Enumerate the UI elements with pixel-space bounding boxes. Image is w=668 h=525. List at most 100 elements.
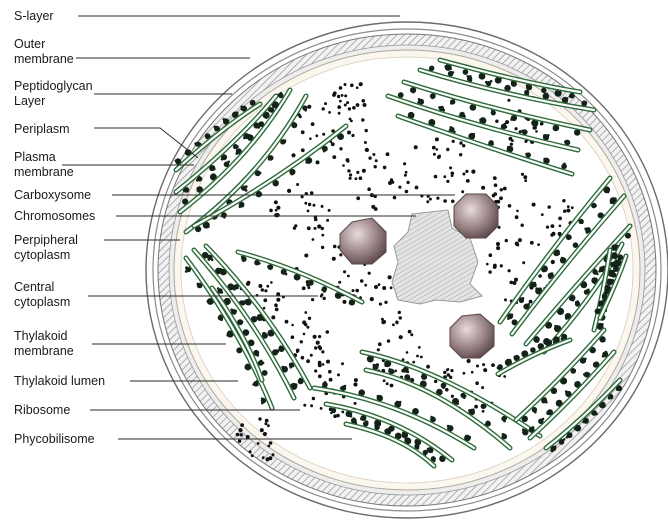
phycobilisome-subunit bbox=[175, 159, 178, 162]
phycobilisome-subunit bbox=[423, 382, 426, 385]
ribosome bbox=[341, 362, 344, 365]
ribosome bbox=[302, 286, 306, 290]
ribosome bbox=[319, 347, 323, 351]
phycobilisome-subunit bbox=[539, 287, 542, 290]
ribosome bbox=[541, 213, 544, 216]
ribosome bbox=[347, 131, 351, 135]
ribosome bbox=[342, 164, 345, 167]
phycobilisome-subunit bbox=[431, 450, 434, 453]
ribosome bbox=[532, 203, 536, 207]
phycobilisome-subunit bbox=[462, 114, 465, 117]
ribosome bbox=[343, 270, 346, 273]
phycobilisome-subunit bbox=[490, 142, 493, 145]
phycobilisome-subunit bbox=[542, 270, 545, 273]
ribosome bbox=[371, 205, 375, 209]
ribosome bbox=[374, 165, 377, 168]
ribosome bbox=[372, 153, 375, 156]
ribosome bbox=[313, 335, 317, 339]
ribosome bbox=[339, 147, 342, 150]
ribosome bbox=[434, 380, 437, 383]
ribosome bbox=[449, 166, 452, 169]
ribosome bbox=[451, 200, 455, 204]
phycobilisome-subunit bbox=[576, 304, 579, 307]
phycobilisome-subunit bbox=[464, 70, 467, 73]
phycobilisome-subunit bbox=[444, 65, 447, 68]
phycobilisome-subunit bbox=[449, 67, 452, 70]
phycobilisome-subunit bbox=[549, 277, 552, 280]
ribosome bbox=[328, 111, 331, 114]
phycobilisome-subunit bbox=[563, 163, 566, 166]
phycobilisome-subunit bbox=[541, 420, 544, 423]
phycobilisome-subunit bbox=[413, 89, 416, 92]
ribosome bbox=[338, 281, 341, 284]
ribosome bbox=[356, 171, 359, 174]
phycobilisome-subunit bbox=[427, 448, 430, 451]
ribosome bbox=[388, 275, 392, 279]
phycobilisome-subunit bbox=[250, 102, 253, 105]
ribosome bbox=[462, 173, 465, 176]
ribosome bbox=[328, 209, 331, 212]
phycobilisome-subunit bbox=[230, 308, 233, 311]
phycobilisome-subunit bbox=[321, 289, 324, 292]
ribosome bbox=[408, 330, 412, 334]
phycobilisome-subunit bbox=[506, 363, 509, 366]
phycobilisome-subunit bbox=[239, 206, 242, 209]
phycobilisome-subunit bbox=[525, 153, 528, 156]
ribosome bbox=[451, 395, 454, 398]
phycobilisome-subunit bbox=[269, 156, 272, 159]
ribosome bbox=[426, 200, 429, 203]
phycobilisome-subunit bbox=[449, 129, 452, 132]
carboxysome bbox=[454, 194, 498, 238]
ribosome bbox=[329, 378, 333, 382]
ribosome bbox=[558, 217, 562, 221]
phycobilisome-subunit bbox=[545, 96, 548, 99]
phycobilisome-subunit bbox=[571, 371, 574, 374]
ribosome bbox=[445, 388, 449, 392]
phycobilisome-subunit bbox=[234, 146, 237, 149]
phycobilisome-subunit bbox=[212, 166, 215, 169]
phycobilisome-subunit bbox=[280, 92, 283, 95]
phycobilisome-subunit bbox=[251, 317, 254, 320]
phycobilisome-subunit bbox=[400, 92, 403, 95]
phycobilisome-subunit bbox=[197, 187, 200, 190]
ribosome bbox=[332, 257, 336, 261]
phycobilisome-subunit bbox=[252, 383, 255, 386]
phycobilisome-subunit bbox=[507, 146, 510, 149]
ribosome bbox=[265, 419, 269, 423]
phycobilisome-subunit bbox=[510, 149, 513, 152]
phycobilisome-subunit bbox=[498, 368, 501, 371]
phycobilisome-subunit bbox=[598, 270, 601, 273]
ribosome bbox=[333, 245, 337, 249]
phycobilisome-subunit bbox=[258, 262, 261, 265]
phycobilisome-subunit bbox=[554, 325, 557, 328]
phycobilisome-subunit bbox=[196, 179, 199, 182]
ribosome bbox=[426, 365, 430, 369]
ribosome bbox=[270, 281, 273, 284]
phycobilisome-subunit bbox=[294, 125, 297, 128]
phycobilisome-subunit bbox=[338, 135, 341, 138]
phycobilisome-subunit bbox=[554, 338, 557, 341]
ribosome bbox=[509, 281, 513, 285]
phycobilisome-subunit bbox=[400, 95, 403, 98]
phycobilisome-subunit bbox=[443, 458, 446, 461]
phycobilisome-subunit bbox=[224, 272, 227, 275]
ribosome bbox=[307, 105, 311, 109]
ribosome bbox=[323, 297, 326, 300]
ribosome bbox=[398, 186, 401, 189]
ribosome bbox=[240, 433, 243, 436]
ribosome bbox=[537, 243, 540, 246]
phycobilisome-subunit bbox=[503, 434, 506, 437]
ribosome bbox=[436, 197, 439, 200]
phycobilisome-subunit bbox=[583, 359, 586, 362]
ribosome bbox=[337, 105, 341, 109]
ribosome bbox=[505, 239, 508, 242]
phycobilisome-subunit bbox=[258, 315, 261, 318]
phycobilisome-subunit bbox=[482, 119, 485, 122]
phycobilisome-subunit bbox=[303, 106, 306, 109]
phycobilisome-subunit bbox=[488, 423, 491, 426]
phycobilisome-subunit bbox=[197, 283, 200, 286]
phycobilisome-subunit bbox=[241, 256, 244, 259]
phycobilisome-subunit bbox=[558, 253, 561, 256]
ribosome bbox=[482, 363, 485, 366]
